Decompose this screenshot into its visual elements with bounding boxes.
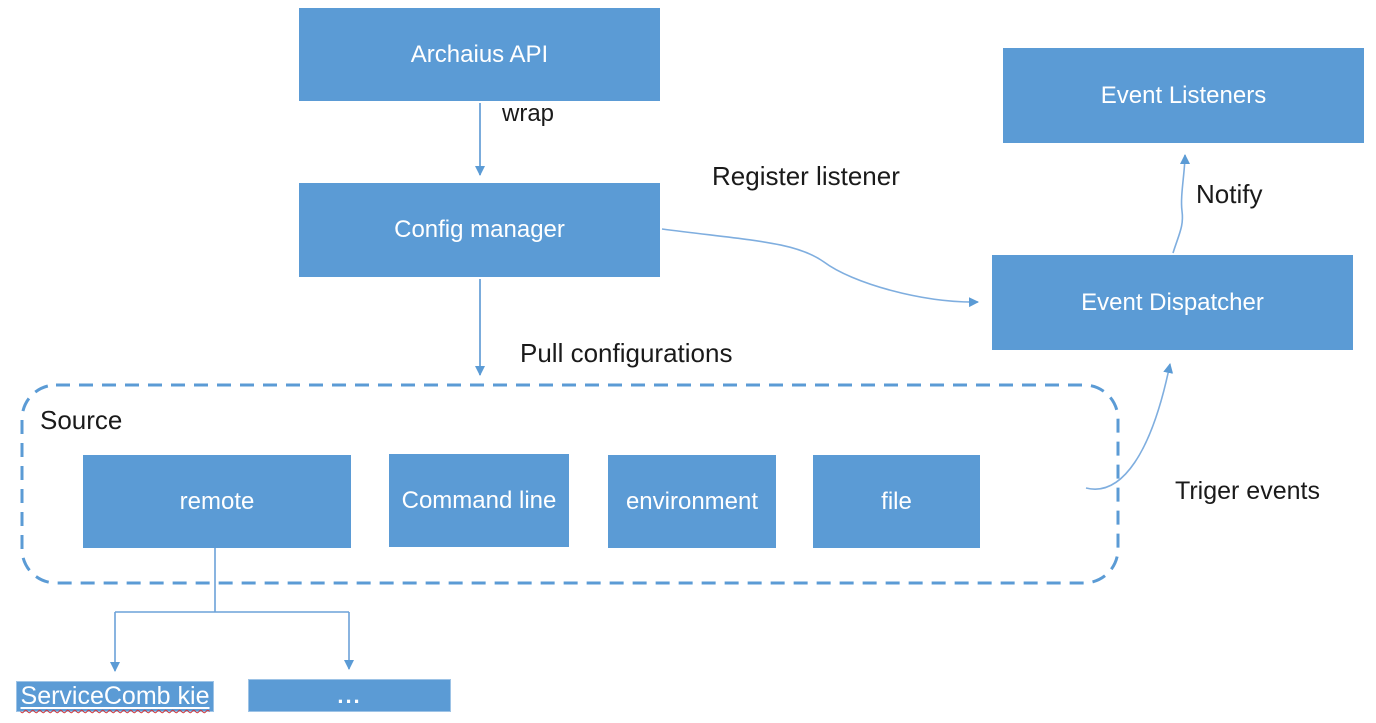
edge-register-listener-curve	[661, 228, 979, 308]
edge-label-triger-events: Triger events	[1175, 477, 1320, 505]
node-event-dispatcher: Event Dispatcher	[992, 255, 1353, 350]
source-group-label: Source	[40, 405, 123, 435]
node-servicecomb-kie: ServiceComb kie	[16, 681, 214, 712]
edge-notify-curve	[1172, 154, 1190, 254]
node-command-line: Command line	[389, 454, 569, 547]
node-more-ellipsis: ...	[248, 679, 451, 712]
node-event-listeners: Event Listeners	[1003, 48, 1364, 143]
edge-label-register-listener: Register listener	[712, 161, 900, 191]
servicecomb-kie-label: ServiceComb kie	[20, 682, 210, 710]
servicecomb-kie-spellcheck-underline: ServiceComb kie	[21, 682, 210, 711]
node-archaius-api: Archaius API	[299, 8, 660, 101]
source-group-dashed-border	[20, 383, 1120, 585]
edge-label-notify: Notify	[1196, 179, 1263, 209]
node-config-manager: Config manager	[299, 183, 660, 277]
node-remote: remote	[83, 455, 351, 548]
edge-label-pull-configurations: Pull configurations	[520, 338, 733, 368]
edge-triger-events-curve	[1085, 363, 1174, 490]
node-environment: environment	[608, 455, 776, 548]
edge-label-wrap: wrap	[502, 100, 555, 127]
node-file: file	[813, 455, 980, 548]
